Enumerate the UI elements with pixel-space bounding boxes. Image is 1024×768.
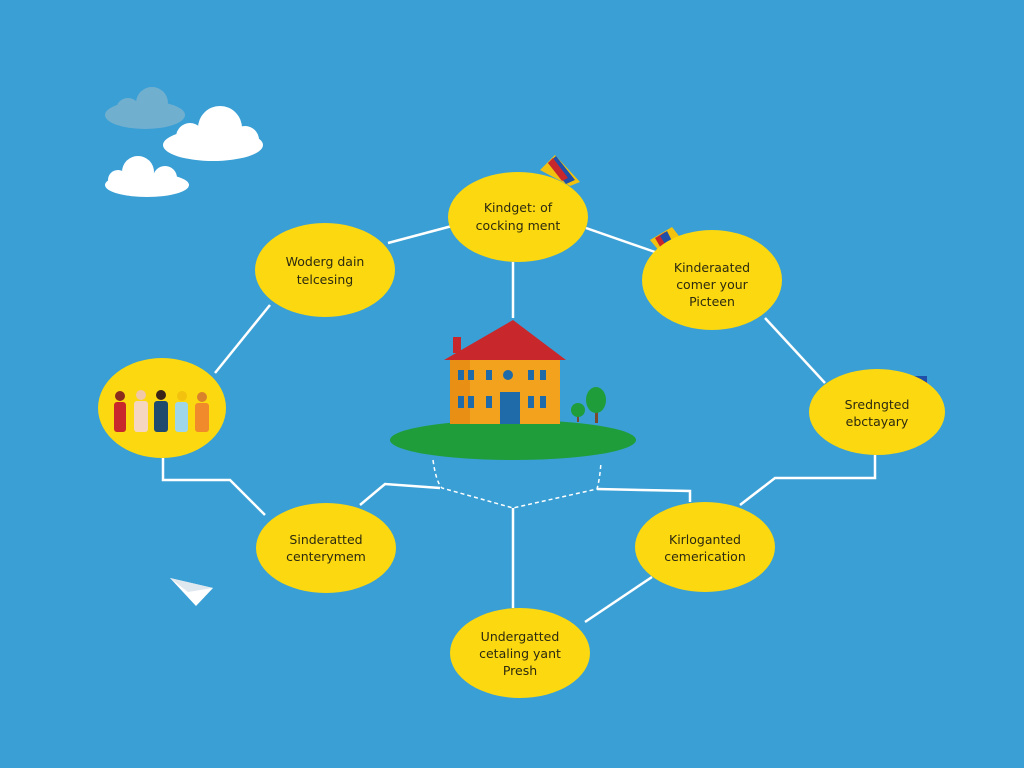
node-top[interactable]: Kindget: of cocking ment — [448, 172, 588, 262]
flag-icon — [540, 155, 580, 186]
node-lower-left[interactable]: Sinderatted centerymem — [256, 503, 396, 593]
node-label: Picteen — [689, 294, 735, 309]
node-label: Sinderatted — [289, 532, 362, 547]
node-label: Sredngted — [845, 397, 910, 412]
cloud-icon — [105, 87, 185, 129]
connector-lines — [161, 224, 877, 624]
node-right[interactable]: Sredngted ebctayary — [809, 369, 945, 455]
node-label: Woderg dain — [286, 254, 365, 269]
dashed-connectors — [432, 459, 602, 509]
node-label: cetaling yant — [479, 646, 561, 661]
people-group-icon — [114, 390, 209, 432]
node-label: Presh — [503, 663, 537, 678]
node-left[interactable] — [98, 358, 226, 458]
node-label: comer your — [676, 277, 748, 292]
node-upper-left[interactable]: Woderg dain telcesing — [255, 223, 395, 317]
node-label: Kindget: of — [484, 200, 553, 215]
node-label: ebctayary — [846, 414, 909, 429]
school-building-icon — [390, 320, 636, 460]
node-bottom[interactable]: Undergatted cetaling yant Presh — [450, 608, 590, 698]
node-label: Kinderaated — [674, 260, 750, 275]
paper-plane-icon — [170, 578, 213, 606]
node-label: Kirloganted — [669, 532, 741, 547]
node-label: Undergatted — [481, 629, 560, 644]
cloud-icon — [105, 156, 189, 197]
node-label: centerymem — [286, 549, 366, 564]
node-label: telcesing — [297, 272, 353, 287]
node-label: cemerication — [664, 549, 746, 564]
node-label: cocking ment — [476, 218, 561, 233]
node-lower-right[interactable]: Kirloganted cemerication — [635, 502, 775, 592]
cloud-icon — [163, 106, 263, 161]
node-upper-right[interactable]: Kinderaated comer your Picteen — [642, 230, 782, 330]
